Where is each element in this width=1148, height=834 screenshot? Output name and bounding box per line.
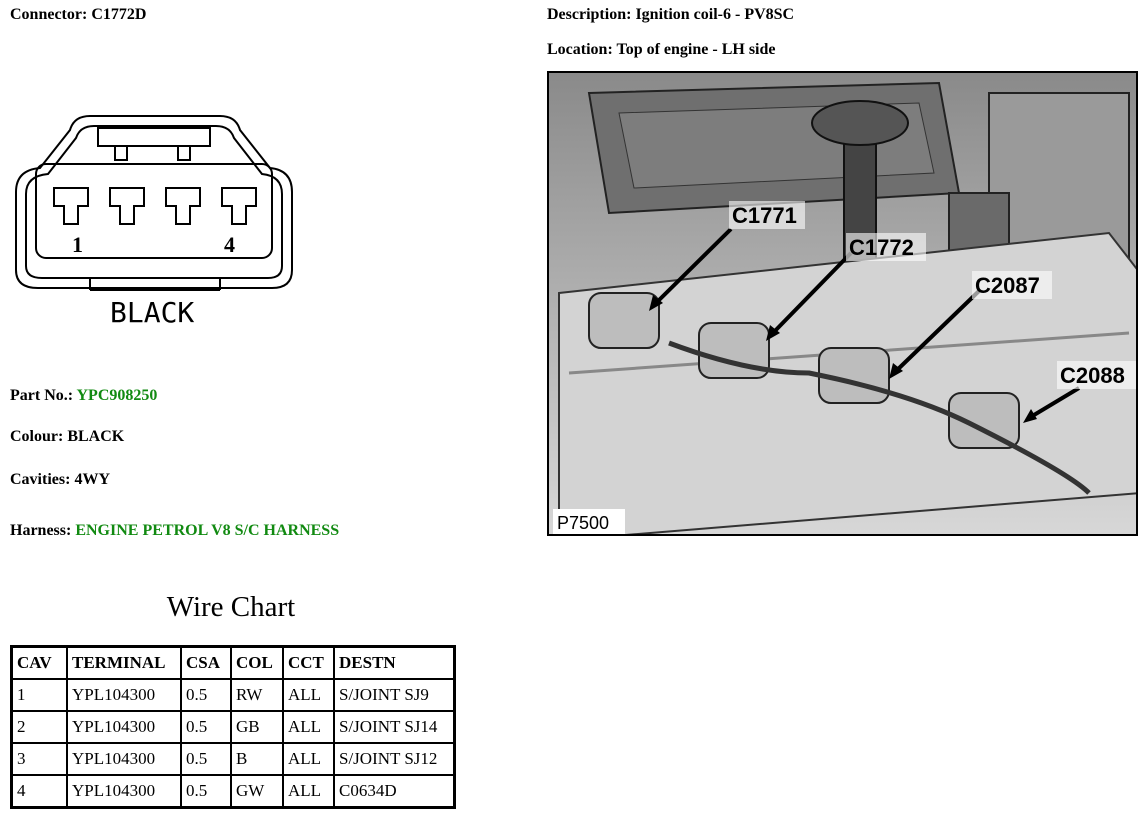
harness-link[interactable]: ENGINE PETROL V8 S/C HARNESS bbox=[75, 522, 340, 539]
cell-cav: 1 bbox=[10, 678, 68, 712]
colour-value: BLACK bbox=[67, 428, 125, 445]
cell-csa: 0.5 bbox=[180, 742, 232, 776]
description-value: Ignition coil-6 - PV8SC bbox=[635, 6, 795, 23]
engine-location-photo: C1771 C1772 C2087 C2088 P7500 bbox=[547, 71, 1138, 536]
cell-col: GB bbox=[230, 710, 284, 744]
wire-chart-title: Wire Chart bbox=[166, 591, 296, 623]
callout-c1772: C1772 bbox=[849, 235, 914, 260]
cell-destn: S/JOINT SJ9 bbox=[333, 678, 456, 712]
cell-destn: S/JOINT SJ12 bbox=[333, 742, 456, 776]
cell-destn: S/JOINT SJ14 bbox=[333, 710, 456, 744]
cell-terminal: YPL104300 bbox=[66, 678, 182, 712]
cell-cav: 3 bbox=[10, 742, 68, 776]
connector-id: C1772D bbox=[91, 6, 147, 23]
location-value: Top of engine - LH side bbox=[616, 41, 776, 58]
cell-terminal: YPL104300 bbox=[66, 710, 182, 744]
cavities-key: Cavities: bbox=[10, 471, 71, 488]
wire-chart-table: CAV TERMINAL CSA COL CCT DESTN 1 YPL1043… bbox=[10, 645, 456, 809]
header-cav: CAV bbox=[10, 645, 68, 680]
part-number-key: Part No.: bbox=[10, 387, 74, 404]
table-header-row: CAV TERMINAL CSA COL CCT DESTN bbox=[10, 645, 456, 680]
cell-cct: ALL bbox=[282, 774, 335, 809]
pin-cavities bbox=[53, 187, 257, 225]
callout-c1771: C1771 bbox=[732, 203, 797, 228]
photo-reference: P7500 bbox=[557, 513, 609, 533]
connector-label: Connector: C1772D bbox=[10, 6, 146, 24]
colour-key: Colour: bbox=[10, 428, 64, 445]
callout-c2087: C2087 bbox=[975, 273, 1040, 298]
cell-csa: 0.5 bbox=[180, 774, 232, 809]
cell-cav: 4 bbox=[10, 774, 68, 809]
table-row: 4 YPL104300 0.5 GW ALL C0634D bbox=[10, 774, 456, 809]
table-row: 3 YPL104300 0.5 B ALL S/JOINT SJ12 bbox=[10, 742, 456, 776]
pin-4-label: 4 bbox=[224, 232, 235, 257]
cell-col: RW bbox=[230, 678, 284, 712]
connector-face-drawing: 1 4 BLACK bbox=[15, 115, 293, 329]
location-label: Location: Top of engine - LH side bbox=[547, 41, 776, 59]
pin-1-label: 1 bbox=[72, 232, 83, 257]
table-row: 2 YPL104300 0.5 GB ALL S/JOINT SJ14 bbox=[10, 710, 456, 744]
cell-col: B bbox=[230, 742, 284, 776]
table-row: 1 YPL104300 0.5 RW ALL S/JOINT SJ9 bbox=[10, 678, 456, 712]
colour: Colour: BLACK bbox=[10, 428, 124, 446]
cell-terminal: YPL104300 bbox=[66, 774, 182, 809]
cell-csa: 0.5 bbox=[180, 710, 232, 744]
cell-cct: ALL bbox=[282, 710, 335, 744]
cell-cct: ALL bbox=[282, 678, 335, 712]
harness: Harness: ENGINE PETROL V8 S/C HARNESS bbox=[10, 522, 339, 540]
location-key: Location: bbox=[547, 41, 613, 58]
header-col: COL bbox=[230, 645, 284, 680]
header-destn: DESTN bbox=[333, 645, 456, 680]
part-number-link[interactable]: YPC908250 bbox=[76, 387, 158, 404]
cell-cct: ALL bbox=[282, 742, 335, 776]
cell-csa: 0.5 bbox=[180, 678, 232, 712]
header-cct: CCT bbox=[282, 645, 335, 680]
cell-cav: 2 bbox=[10, 710, 68, 744]
callout-c2088: C2088 bbox=[1060, 363, 1125, 388]
cell-col: GW bbox=[230, 774, 284, 809]
cell-destn: C0634D bbox=[333, 774, 456, 809]
connector-colour-text: BLACK bbox=[110, 296, 194, 329]
part-number: Part No.: YPC908250 bbox=[10, 387, 157, 405]
cavities-value: 4WY bbox=[74, 471, 110, 488]
description-key: Description: bbox=[547, 6, 632, 23]
cell-terminal: YPL104300 bbox=[66, 742, 182, 776]
cavities: Cavities: 4WY bbox=[10, 471, 110, 489]
connector-label-key: Connector: bbox=[10, 6, 88, 23]
harness-key: Harness: bbox=[10, 522, 72, 539]
description-label: Description: Ignition coil-6 - PV8SC bbox=[547, 6, 794, 24]
header-terminal: TERMINAL bbox=[66, 645, 182, 680]
header-csa: CSA bbox=[180, 645, 232, 680]
